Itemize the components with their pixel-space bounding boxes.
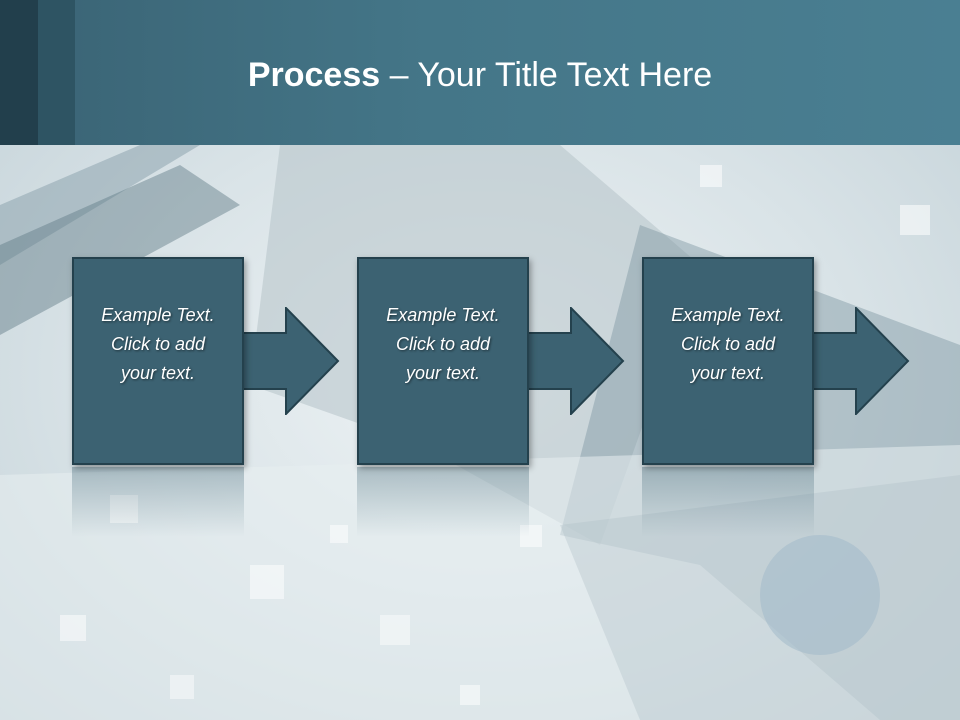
arrow-right-icon [525, 307, 625, 415]
header-accent-strip [0, 0, 38, 145]
box-reflection [72, 467, 244, 537]
box-reflection [642, 467, 814, 537]
slide-title[interactable]: Process – Your Title Text Here [0, 50, 960, 100]
step-text: Example Text. Click to add your text. [101, 304, 215, 383]
header-band: Process – Your Title Text Here [0, 0, 960, 145]
process-step-1[interactable]: Example Text. Click to add your text. [72, 257, 244, 465]
step-text: Example Text. Click to add your text. [386, 304, 500, 383]
process-step-2[interactable]: Example Text. Click to add your text. [357, 257, 529, 465]
arrow-right-icon [810, 307, 910, 415]
header-accent-strip [38, 0, 75, 145]
arrow-right-icon [240, 307, 340, 415]
step-text: Example Text. Click to add your text. [671, 304, 785, 383]
title-bold: Process [247, 56, 381, 94]
box-reflection [357, 467, 529, 537]
title-rest: – Your Title Text Here [380, 56, 713, 94]
process-step-3[interactable]: Example Text. Click to add your text. [642, 257, 814, 465]
